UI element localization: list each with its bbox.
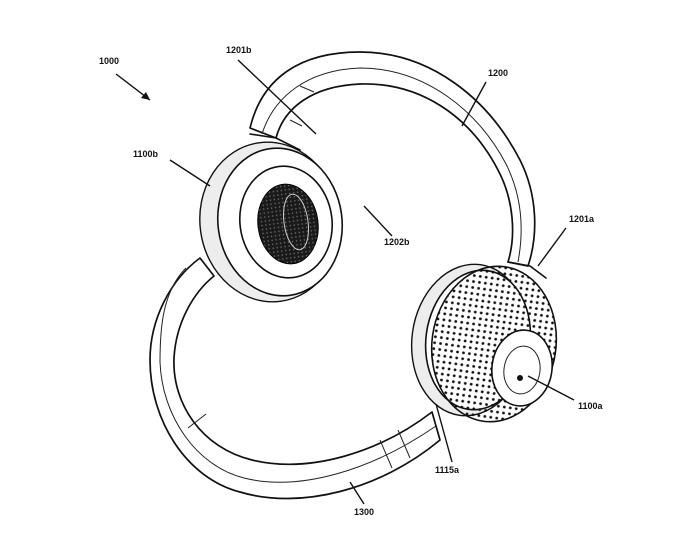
- label-cushion-left: 1202b: [384, 237, 410, 247]
- left-earcup: [199, 133, 344, 303]
- label-hinge-left: 1201b: [226, 45, 252, 55]
- label-earcup-right: 1100a: [578, 401, 603, 411]
- label-assembly: 1000: [99, 56, 120, 66]
- label-hinge-right: 1201a: [569, 214, 595, 224]
- label-control: 1115a: [435, 465, 460, 475]
- label-headband: 1200: [488, 68, 509, 78]
- lower-band: [149, 257, 441, 500]
- right-earcup: [410, 261, 558, 423]
- leader-lines: [115, 59, 575, 505]
- label-band-lower: 1300: [354, 507, 375, 517]
- label-earcup-left: 1100b: [133, 149, 159, 159]
